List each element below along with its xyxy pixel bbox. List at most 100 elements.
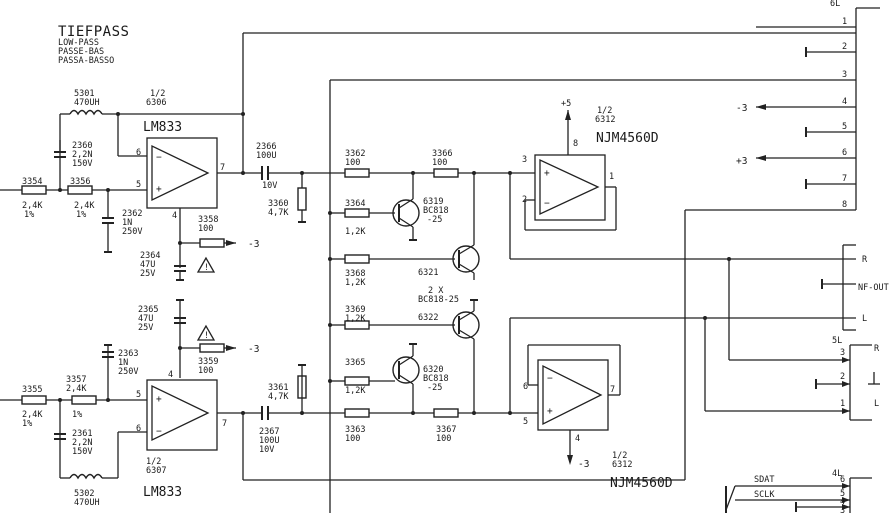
connector-5l: 5L 3 R 2 1 L <box>704 259 880 421</box>
connector-4l-name: 4L <box>832 469 842 479</box>
c2363-voltage: 250V <box>118 367 138 377</box>
pin-label: 4 <box>168 370 173 380</box>
l5301-value: 470UH <box>74 98 100 108</box>
pin-label: 3 <box>522 155 527 165</box>
pin-label: 8 <box>573 139 578 149</box>
r3356-ref: 3356 <box>70 177 90 187</box>
opamp-lm833-top: − + 6 5 7 4 LM833 1/2 6306 <box>136 89 225 221</box>
svg-text:−: − <box>156 426 162 437</box>
pin-label: 4 <box>172 211 177 221</box>
q6322-ref: 6322 <box>418 313 438 323</box>
c2366-ref: 2366 <box>256 142 276 152</box>
pin-label: 7 <box>220 163 225 173</box>
c2366-value: 100U <box>256 151 276 161</box>
pin-label: 6 <box>840 475 845 485</box>
pin-label: 8 <box>842 200 847 210</box>
r3354-ref: 3354 <box>22 177 42 187</box>
lm833-top-ref: 6306 <box>146 98 166 108</box>
r3355-ref: 3355 <box>22 385 42 395</box>
c2367-ref: 2367 <box>259 427 279 437</box>
pin-label: 5 <box>523 417 528 427</box>
c2365-ref: 2365 <box>138 305 158 315</box>
pin-label: 7 <box>842 174 847 184</box>
pin-label: 5 <box>136 180 141 190</box>
supply-plus3-label: +3 <box>736 156 747 167</box>
r3361-value: 4,7K <box>268 392 289 402</box>
connector-nf-out: R NF-OUT L <box>821 244 889 331</box>
lm833-bot-name: LM833 <box>143 485 182 500</box>
title-line-2: PASSE-BAS <box>58 47 104 57</box>
c2365-voltage: 25V <box>138 323 153 333</box>
r3368-value: 1,2K <box>345 278 366 288</box>
q6320-type: BC818 <box>423 374 449 384</box>
c2361-value: 2,2N <box>72 438 92 448</box>
opamp-njm4560d-bot: − + 6 5 7 4 NJM4560D 1/2 6312 -3 <box>523 359 673 491</box>
svg-text:+: + <box>547 406 553 417</box>
njm-top-ref: 6312 <box>595 115 615 125</box>
pin-label: 6 <box>523 382 528 392</box>
r3363-ref: 3363 <box>345 425 365 435</box>
pin-label: 1 <box>842 17 847 27</box>
svg-text:−: − <box>156 152 162 163</box>
supply-minus3-label: -3 <box>736 103 747 114</box>
r3369-ref: 3369 <box>345 305 365 315</box>
svg-text:+: + <box>156 184 162 195</box>
r3362-ref: 3362 <box>345 149 365 159</box>
pin-label: 3 <box>840 348 845 358</box>
connector-4l-sdat: SDAT <box>754 475 774 485</box>
c2367-value: 100U <box>259 436 279 446</box>
svg-text:+: + <box>156 394 162 405</box>
r3356-value: 2,4K <box>74 201 95 211</box>
r3360-value: 4,7K <box>268 208 289 218</box>
opamp-lm833-bot: + − 5 6 7 4 LM833 1/2 6307 <box>136 370 227 500</box>
r3359-value: 100 <box>198 366 213 376</box>
title-main: TIEFPASS <box>58 24 129 40</box>
njm-bot-name: NJM4560D <box>610 476 673 491</box>
r3360-ref: 3360 <box>268 199 288 209</box>
connector-4l-sclk: SCLK <box>754 490 775 500</box>
title-line-1: LOW-PASS <box>58 38 99 48</box>
nf-out-r-label: R <box>862 255 868 265</box>
c2363-value: 1N <box>118 358 128 368</box>
svg-text:−: − <box>544 198 550 209</box>
q-pair-type: BC818-25 <box>418 295 459 305</box>
pin-label: 5 <box>136 390 141 400</box>
r3355-tol: 1% <box>22 419 32 429</box>
c2360-voltage: 150V <box>72 159 92 169</box>
connector-4l: 4L 6 SDAT 5 SCLK 4 3 <box>725 469 872 513</box>
lm833-top-half: 1/2 <box>150 89 165 99</box>
q6320-grade: -25 <box>427 383 442 393</box>
r3358-value: 100 <box>198 224 213 234</box>
r3368-ref: 3368 <box>345 269 365 279</box>
c2362-value: 1N <box>122 218 132 228</box>
connector-5l-l: L <box>874 399 879 409</box>
q6320-ref: 6320 <box>423 365 443 375</box>
c2360-ref: 2360 <box>72 141 92 151</box>
njm-bot-ref: 6312 <box>612 460 632 470</box>
c2362-ref: 2362 <box>122 209 142 219</box>
c2366-voltage: 10V <box>262 181 277 191</box>
pin-label: 5 <box>842 122 847 132</box>
title-line-3: PASSA-BASSO <box>58 56 114 66</box>
l5302-value: 470UH <box>74 498 100 508</box>
l5301-ref: 5301 <box>74 89 94 99</box>
nf-out-l-label: L <box>862 314 867 324</box>
q6319-grade: -25 <box>427 215 442 225</box>
njm-top-supply: +5 <box>561 99 571 109</box>
q-pair-count: 2 X <box>428 286 444 296</box>
q6319-ref: 6319 <box>423 197 443 207</box>
pin-label: 6 <box>136 148 141 158</box>
njm-top-half: 1/2 <box>597 106 612 116</box>
c2367-voltage: 10V <box>259 445 274 455</box>
pin-label: 7 <box>610 385 615 395</box>
warning-icon <box>196 256 216 273</box>
c2360-value: 2,2N <box>72 150 92 160</box>
r3365-ref: 3365 <box>345 358 365 368</box>
c2364-voltage: 25V <box>140 269 155 279</box>
r3358-ref: 3358 <box>198 215 218 225</box>
pin-label: 2 <box>842 42 847 52</box>
r3354-value: 2,4K <box>22 201 43 211</box>
svg-text:+: + <box>544 168 550 179</box>
pin-label: 4 <box>840 497 845 507</box>
c2364-value: 47U <box>140 260 155 270</box>
